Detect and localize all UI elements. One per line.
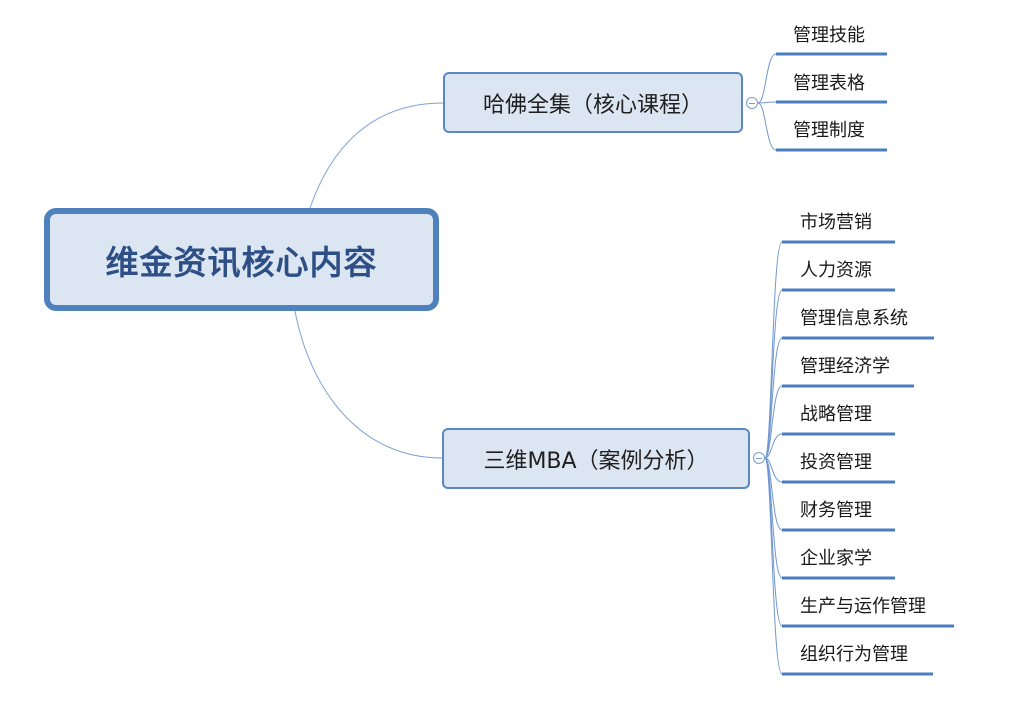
- leaf-topic[interactable]: 管理制度: [793, 120, 865, 141]
- branch-topic-label: 哈佛全集（核心课程）: [482, 92, 703, 118]
- leaf-connector: [764, 433, 783, 459]
- root-to-branch-1-connector: [309, 102, 444, 209]
- branch-topic-label: 三维MBA（案例分析）: [483, 448, 709, 474]
- leaf-topic[interactable]: 管理经济学: [800, 356, 890, 377]
- root-topic[interactable]: 维金资讯核心内容: [44, 208, 439, 311]
- leaf-connector: [764, 457, 783, 675]
- leaf-topic[interactable]: 企业家学: [800, 548, 872, 569]
- branch-topic-harvard[interactable]: 哈佛全集（核心课程）: [443, 72, 743, 133]
- leaf-topic[interactable]: 组织行为管理: [800, 644, 908, 665]
- leaf-connector: [757, 53, 777, 104]
- root-topic-label: 维金资讯核心内容: [105, 242, 378, 282]
- leaf-connector: [757, 102, 777, 151]
- leaf-topic[interactable]: 管理表格: [793, 73, 865, 94]
- leaf-connector: [764, 337, 783, 459]
- collapse-toggle-icon[interactable]: [753, 452, 765, 464]
- root-to-branch-2-connector: [294, 310, 443, 459]
- leaf-topic[interactable]: 战略管理: [800, 404, 872, 425]
- leaf-topic[interactable]: 管理技能: [793, 25, 865, 46]
- leaf-topic[interactable]: 人力资源: [800, 260, 872, 281]
- collapse-toggle-icon[interactable]: [746, 97, 758, 109]
- leaf-topic[interactable]: 生产与运作管理: [800, 596, 926, 617]
- leaf-connector: [764, 385, 783, 459]
- leaf-connector: [757, 101, 777, 104]
- branch-topic-mba[interactable]: 三维MBA（案例分析）: [442, 428, 750, 489]
- leaf-topic[interactable]: 财务管理: [800, 500, 872, 521]
- leaf-topic[interactable]: 投资管理: [800, 452, 872, 473]
- leaf-topic[interactable]: 市场营销: [800, 212, 872, 233]
- leaf-topic[interactable]: 管理信息系统: [800, 308, 908, 329]
